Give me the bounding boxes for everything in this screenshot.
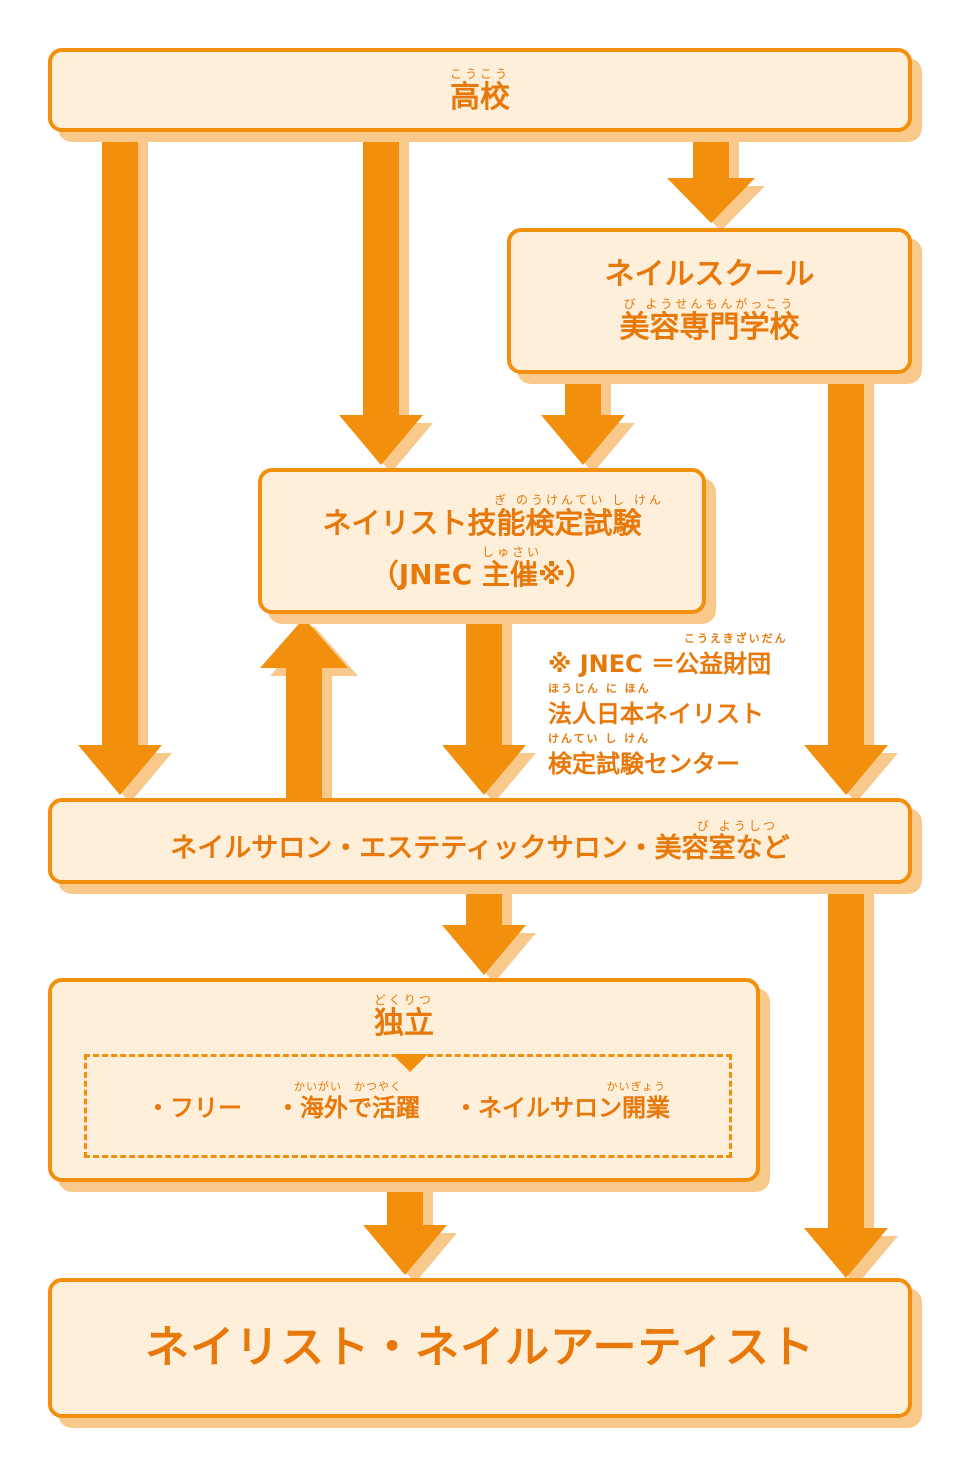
nailist-exam-box: ぎ のうけんてい し けん ネイリスト技能検定試験 しゅさい （JNEC 主催※… — [258, 468, 706, 614]
note-ruby-2: ほうじん に ほん — [548, 682, 651, 695]
salon-label: ネイルサロン・エステティックサロン・美容室など — [170, 833, 790, 864]
jnec-note: こうえきざいだん ※ JNEC ＝公益財団 ほうじん に ほん 法人日本ネイリス… — [548, 633, 788, 779]
exam-organizer-label: （JNEC 主催※） — [370, 557, 594, 591]
note-ruby-1: こうえきざいだん — [684, 632, 788, 645]
independent-ruby: どくりつ — [374, 993, 434, 1007]
exam-ruby: ぎ のうけんてい し けん — [494, 492, 664, 507]
options-pointer-icon — [392, 1054, 428, 1072]
note-line-3: 検定試験センター — [548, 750, 740, 778]
note-line-1: ※ JNEC ＝公益財団 — [548, 650, 772, 678]
option-salon-opening-ruby: かいぎょう — [606, 1080, 666, 1093]
high-school-box: こうこう 高校 — [48, 48, 912, 132]
option-free-label: ・フリー — [146, 1094, 242, 1122]
salon-box: び ようしつ ネイルサロン・エステティックサロン・美容室など — [48, 798, 912, 884]
option-free: ・フリー — [146, 1081, 242, 1120]
nail-school-ruby: び ようせんもんがっこう — [623, 296, 796, 311]
option-salon-opening-label: ・ネイルサロン開業 — [454, 1094, 670, 1122]
exam-label: ネイリスト技能検定試験 — [322, 505, 642, 540]
salon-ruby: び ようしつ — [696, 819, 778, 833]
independent-box: どくりつ 独立 ・フリー かいがい かつやく ・海外で活躍 かいぎょう ・ネイル… — [48, 978, 760, 1182]
option-overseas-ruby: かいがい かつやく — [294, 1080, 402, 1093]
high-school-ruby: こうこう — [449, 66, 510, 81]
goal-label: ネイリスト・ネイルアーティスト — [145, 1322, 815, 1373]
high-school-label: 高校 — [450, 79, 510, 115]
arrow-shapes — [78, 130, 888, 1278]
exam-organizer-ruby: しゅさい — [481, 544, 542, 559]
nail-school-label: ネイルスクール — [604, 256, 815, 292]
nail-school-box: ネイルスクール び ようせんもんがっこう 美容専門学校 — [507, 228, 912, 374]
goal-box: ネイリスト・ネイルアーティスト — [48, 1278, 912, 1418]
independent-label: 独立 — [374, 1006, 434, 1041]
independent-options: ・フリー かいがい かつやく ・海外で活躍 かいぎょう ・ネイルサロン開業 — [84, 1054, 732, 1158]
option-overseas-label: ・海外で活躍 — [276, 1094, 420, 1122]
option-salon-opening: かいぎょう ・ネイルサロン開業 — [454, 1081, 670, 1120]
note-line-2: 法人日本ネイリスト — [548, 700, 764, 728]
note-ruby-3: けんてい し けん — [548, 732, 651, 745]
beauty-school-label: 美容専門学校 — [619, 309, 800, 345]
option-overseas: かいがい かつやく ・海外で活躍 — [276, 1081, 420, 1120]
